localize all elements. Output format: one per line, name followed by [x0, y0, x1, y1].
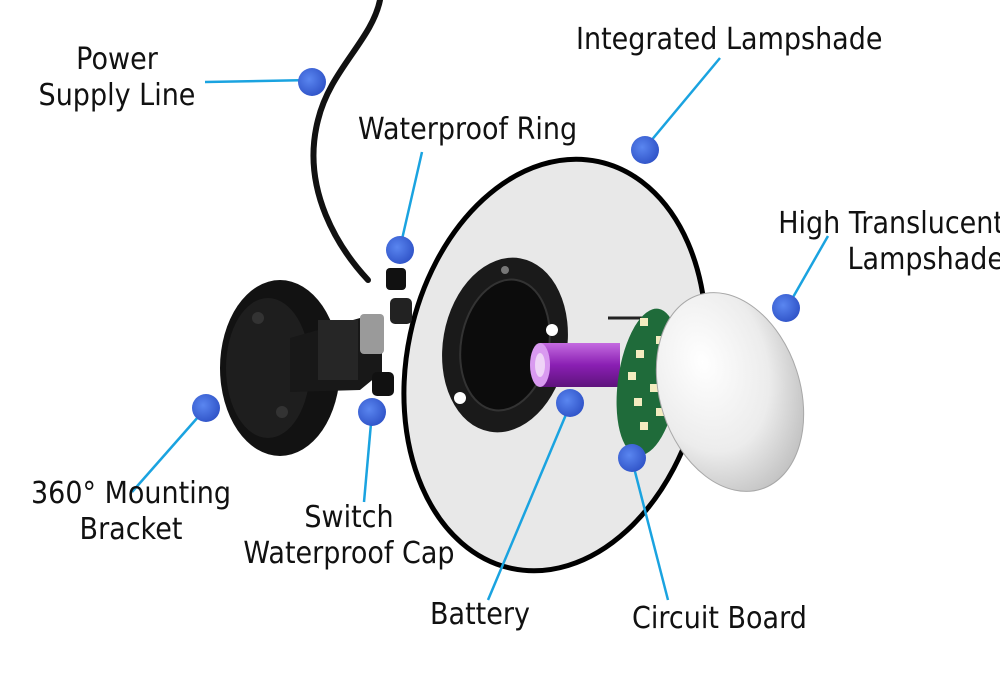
label-mounting-bracket: 360° Mounting Bracket [19, 476, 244, 548]
marker-translucent [772, 294, 800, 322]
waterproof-ring-part [386, 268, 412, 324]
label-line: Switch [304, 500, 394, 535]
label-integrated-lampshade: Integrated Lampshade [576, 22, 882, 58]
label-line: Lampshade [847, 242, 1000, 277]
leader-bracket [131, 407, 207, 493]
label-line: High Translucent [778, 206, 1000, 241]
leader-translucent [786, 235, 830, 307]
label-line: Circuit Board [632, 601, 807, 636]
leader-switch [362, 411, 374, 503]
callout-markers [192, 68, 800, 472]
leader-lines [131, 57, 830, 601]
marker-power [298, 68, 326, 96]
translucent-dome-part [655, 292, 805, 492]
label-line: Supply Line [38, 78, 196, 113]
switch-cap-part [372, 372, 394, 396]
marker-battery [556, 389, 584, 417]
label-circuit-board: Circuit Board [632, 601, 807, 637]
label-line: Battery [430, 597, 530, 632]
label-line: Power [76, 42, 158, 77]
label-line: Integrated Lampshade [576, 22, 883, 57]
marker-bracket [192, 394, 220, 422]
label-line: Waterproof Ring [358, 112, 578, 147]
marker-ring [386, 236, 414, 264]
label-high-translucent-lampshade: High Translucent Lampshade [763, 206, 1000, 278]
power-supply-cable [310, 0, 383, 283]
label-line: Bracket [79, 512, 183, 547]
leader-ring [398, 151, 424, 249]
leader-circuit [630, 459, 670, 601]
label-line: Waterproof Cap [243, 536, 455, 571]
marker-lampshade [631, 136, 659, 164]
label-line: 360° Mounting [31, 476, 231, 511]
leader-lampshade [644, 57, 721, 149]
marker-switch [358, 398, 386, 426]
battery-part [530, 343, 620, 387]
leader-battery [486, 404, 572, 601]
mounting-bracket [220, 280, 384, 456]
label-battery: Battery [430, 597, 530, 633]
leader-power [204, 78, 313, 84]
marker-circuit [618, 444, 646, 472]
label-waterproof-ring: Waterproof Ring [358, 112, 577, 148]
label-power-supply-line: Power Supply Line [23, 42, 212, 114]
label-switch-waterproof-cap: Switch Waterproof Cap [231, 500, 467, 572]
